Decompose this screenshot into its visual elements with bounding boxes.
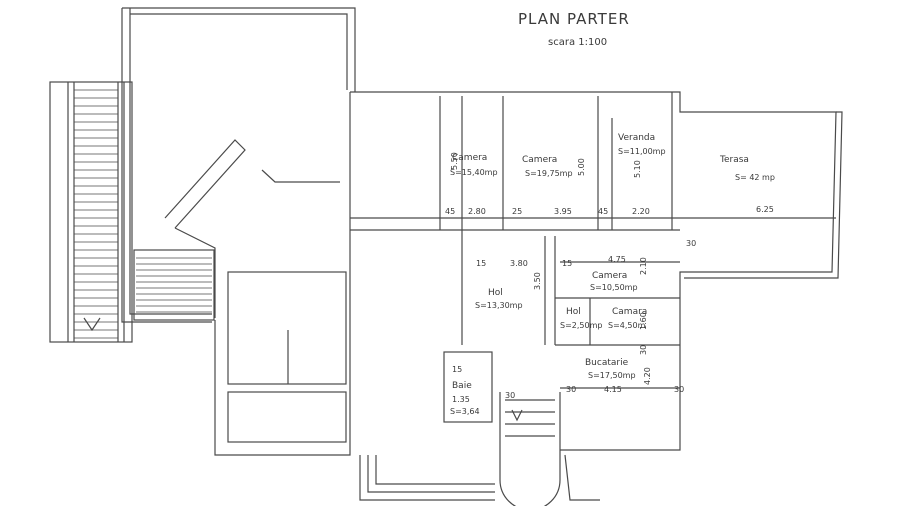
plan-scale: scara 1:100: [548, 37, 607, 48]
room-name: Camara: [612, 307, 647, 317]
dimension-label: 15: [452, 365, 462, 374]
inner-left-room-lower: [227, 391, 347, 443]
dimension-label: 30: [686, 239, 696, 248]
dimension-label: 45: [445, 207, 455, 216]
dimension-label: 1.35: [452, 395, 470, 404]
room-area: S=2,50mp: [560, 321, 602, 330]
terrace-outer-wall: [684, 111, 843, 279]
dimension-label: 2.20: [632, 207, 650, 216]
room-name: Hol: [566, 307, 581, 317]
upper-top-wall-inner: [130, 13, 348, 90]
room-area: S=10,50mp: [590, 283, 638, 292]
room-name: Veranda: [618, 133, 655, 143]
short-wall: [261, 169, 340, 183]
dimension-label: 3.95: [554, 207, 572, 216]
room-area: S=19,75mp: [525, 169, 573, 178]
diagonal-wall-return: [174, 227, 216, 318]
dimension-label: 2.80: [468, 207, 486, 216]
dimension-label: 5.50: [450, 152, 459, 170]
dimension-label: 25: [512, 207, 522, 216]
entry-step: [359, 455, 495, 501]
dimension-label: 2.10: [639, 257, 648, 275]
dimension-label: 6.25: [756, 205, 774, 214]
dimension-label: 45: [598, 207, 608, 216]
diagonal-wall: [164, 139, 246, 229]
dimension-label: 3.80: [510, 259, 528, 268]
room-area: S=15,40mp: [450, 168, 498, 177]
dimension-label: 30: [505, 391, 515, 400]
main-west-wall: [214, 92, 351, 456]
room-name: Camera: [522, 155, 557, 165]
room-area: S= 42 mp: [735, 173, 775, 182]
entry-step: [375, 455, 495, 485]
upper-left-wall-inner: [129, 8, 212, 315]
room-area: S=11,00mp: [618, 147, 666, 156]
room-name: Hol: [488, 288, 503, 298]
walls: [49, 7, 843, 506]
front-stair-curve: [499, 392, 561, 506]
front-stair-arrow: [511, 409, 523, 422]
room-name: Bucatarie: [585, 358, 629, 368]
dimension-label: 3.50: [533, 272, 542, 290]
dimension-label: 1.60: [639, 312, 648, 330]
dimension-label: 30: [639, 345, 648, 355]
room-area: S=4,50m: [608, 321, 646, 330]
dimension-label: 5.10: [633, 160, 642, 178]
left-stair-outline: [49, 81, 133, 343]
entry-step: [367, 455, 495, 493]
plan-title: PLAN PARTER: [518, 10, 630, 28]
room-area: S=17,50mp: [588, 371, 636, 380]
upper-left-wall: [121, 8, 212, 323]
stair-arrow: [83, 317, 101, 332]
upper-top-wall: [122, 7, 356, 92]
dimension-label: 30: [674, 385, 684, 394]
dimension-label: 4.15: [604, 385, 622, 394]
plan-labels: PLAN PARTER scara 1:100 Camera S=15,40mp…: [445, 10, 775, 416]
room-area: S=3,64: [450, 407, 480, 416]
dimension-label: 4.75: [608, 255, 626, 264]
lower-stair-block: [133, 249, 215, 321]
main-outline: [350, 91, 837, 451]
room-name: Camera: [592, 271, 627, 281]
room-name: Baie: [452, 381, 472, 391]
room-area: S=13,30mp: [475, 301, 523, 310]
room-name: Camera: [452, 153, 487, 163]
dimension-label: 4.20: [643, 367, 652, 385]
dimension-label: 30: [566, 385, 576, 394]
bath-outline: [443, 351, 493, 423]
dimension-label: 15: [476, 259, 486, 268]
left-stair-treads: [74, 89, 212, 339]
dimension-label: 5.00: [577, 158, 586, 176]
inner-left-room: [227, 271, 347, 385]
room-name: Terasa: [719, 155, 749, 165]
dimension-label: 15: [562, 259, 572, 268]
entry-step-right: [564, 454, 600, 501]
